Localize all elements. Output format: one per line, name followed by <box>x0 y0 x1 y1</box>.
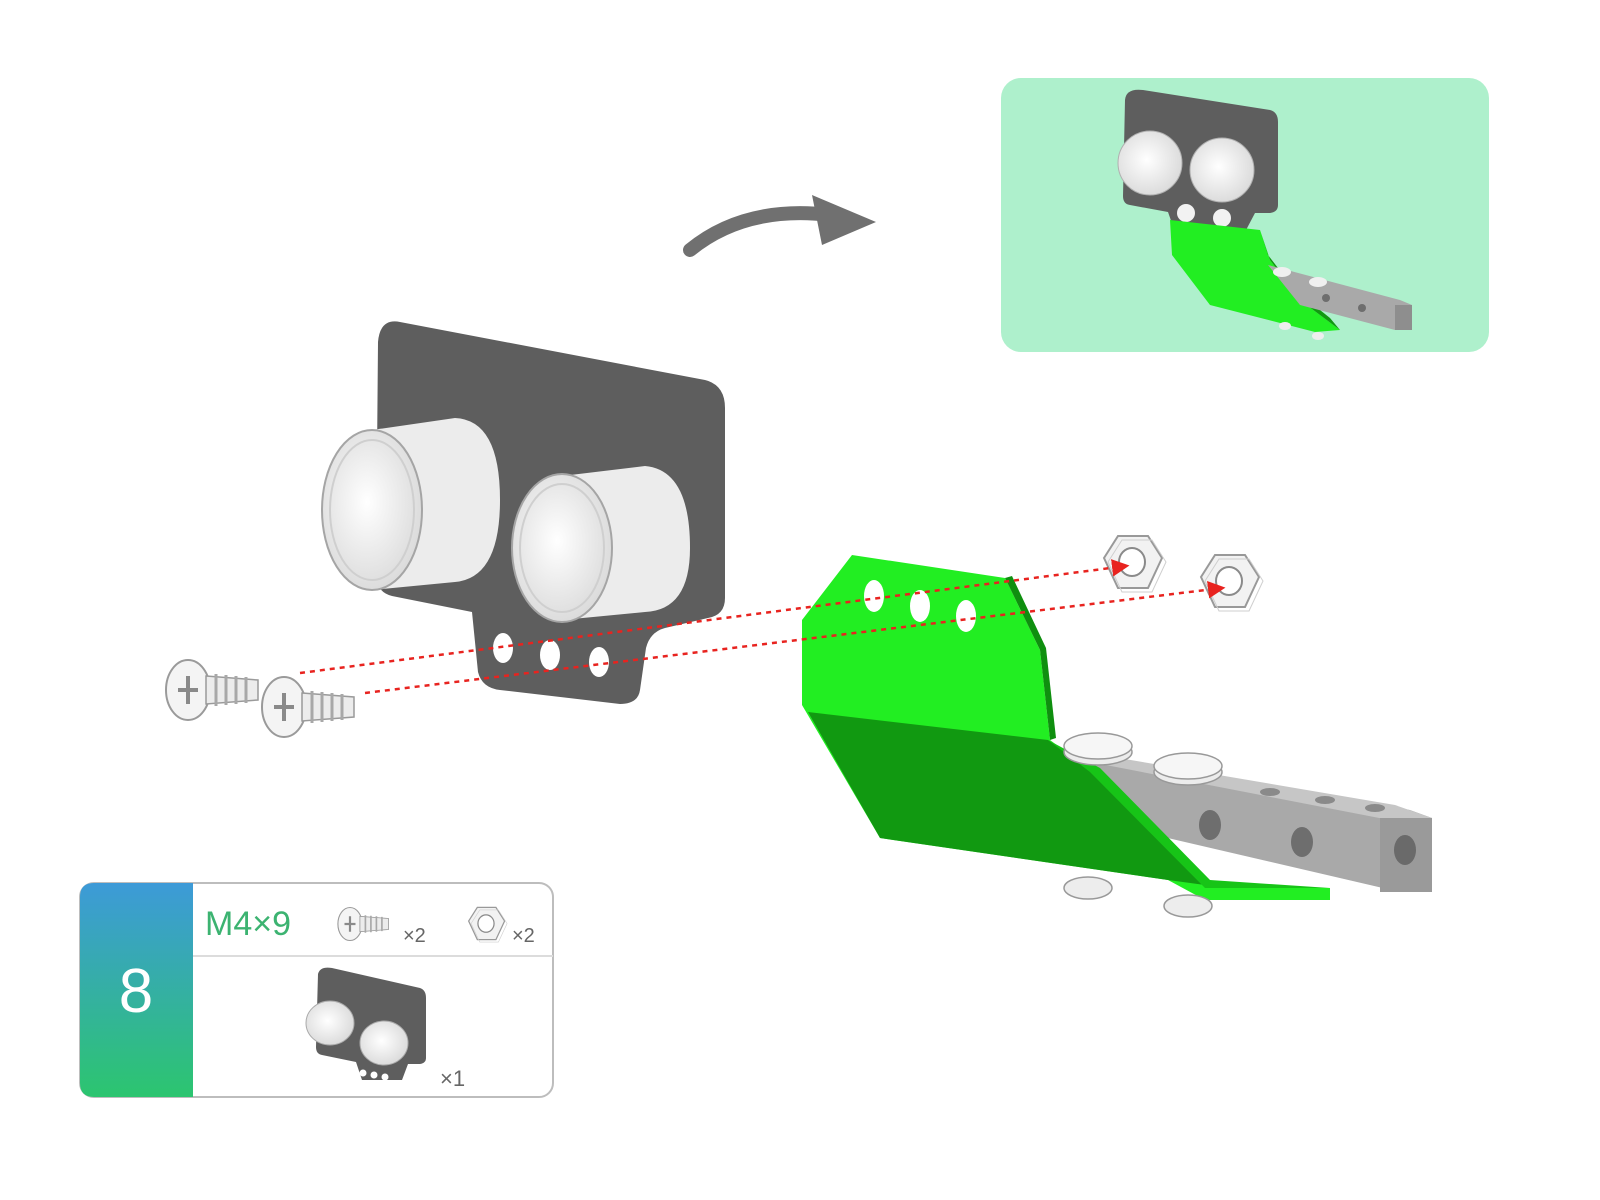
screw-1 <box>164 658 260 722</box>
alignment-guides <box>299 559 1226 695</box>
preview-bracket <box>1170 220 1340 332</box>
green-bracket-assembly <box>802 555 1432 918</box>
hex-nut-1 <box>1103 535 1167 593</box>
metal-beam <box>1060 748 1432 892</box>
parts-list-panel: 8 M4×9 ×2 ×2 ×1 <box>79 882 554 1098</box>
sensor-transducer-right <box>511 466 690 623</box>
screw-quantity: ×2 <box>403 925 426 947</box>
step-badge <box>80 883 193 1097</box>
assembled-preview <box>1001 78 1489 352</box>
direction-arrow <box>683 195 876 257</box>
screw-spec-label: M4×9 <box>205 905 291 943</box>
ultrasonic-sensor-icon <box>305 967 426 1081</box>
sensor-transducer-left <box>321 418 500 591</box>
step-number: 8 <box>119 957 153 1026</box>
ultrasonic-sensor <box>321 321 725 704</box>
nut-quantity: ×2 <box>512 925 535 947</box>
beam-top-screws <box>1063 732 1223 786</box>
preview-beam <box>1268 265 1412 330</box>
hex-nut-2 <box>1200 554 1264 612</box>
sensor-quantity: ×1 <box>440 1066 465 1091</box>
beam-bottom-nuts <box>1063 876 1213 918</box>
screw-2 <box>260 675 356 739</box>
